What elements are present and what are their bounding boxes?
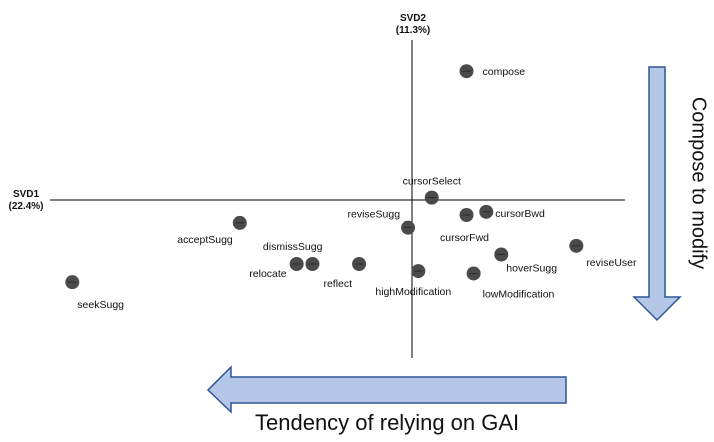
point-label-cursorBwd: cursorBwd [495, 208, 545, 220]
y-axis-title-line-1: SVD2 [399, 13, 427, 24]
point-label-reflect: reflect [323, 278, 352, 290]
point-label-compose: compose [483, 66, 526, 78]
x-axis-title: SVD1 (22.4%) [6, 189, 46, 213]
right-arrow-caption: Compose to modify [687, 96, 710, 270]
point-label-dismissSugg: dismissSugg [263, 241, 323, 253]
data-points: compose cursorSelect cursorBwd cursorFwd rev… [65, 64, 637, 311]
point-label-reviseSugg: reviseSugg [348, 209, 401, 221]
point-label-reviseUser: reviseUser [586, 257, 637, 269]
x-axis-title-line-2: (22.4%) [8, 201, 44, 212]
reliance-on-gai-arrow [206, 365, 567, 414]
point-label-seekSugg: seekSugg [77, 299, 124, 311]
bottom-arrow-caption: Tendency of relying on GAI [255, 410, 520, 435]
point-label-lowModification: lowModification [483, 288, 555, 300]
point-label-relocate: relocate [249, 268, 287, 280]
point-label-cursorFwd: cursorFwd [440, 232, 489, 244]
compose-to-modify-arrow [632, 66, 682, 322]
point-label-highModification: highModification [375, 286, 451, 298]
x-axis-title-line-1: SVD1 [12, 189, 40, 200]
point-label-acceptSugg: acceptSugg [177, 234, 233, 246]
y-axis-title-line-2: (11.3%) [395, 25, 431, 36]
point-label-hoverSugg: hoverSugg [506, 263, 557, 275]
point-label-cursorSelect: cursorSelect [403, 176, 461, 188]
y-axis-title: SVD2 (11.3%) [392, 13, 434, 37]
